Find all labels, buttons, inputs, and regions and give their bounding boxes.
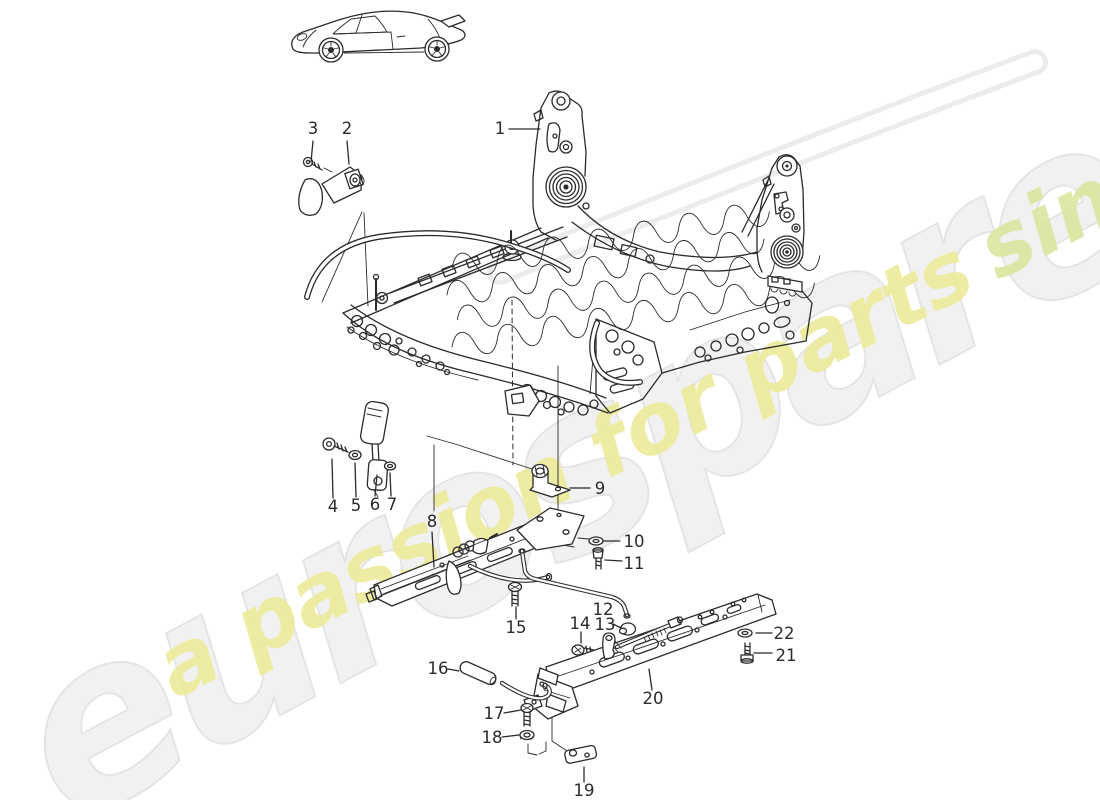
part-3-screw xyxy=(302,156,333,173)
part-10-washer xyxy=(588,536,604,546)
callout-4: 4 xyxy=(328,497,339,516)
part-8-seat-rail-upper xyxy=(365,507,585,607)
callout-6: 6 xyxy=(370,495,381,514)
callout-3: 3 xyxy=(308,119,319,138)
callout-14: 14 xyxy=(570,614,591,633)
part-4-bolt xyxy=(322,437,349,453)
callout-22: 22 xyxy=(774,624,795,643)
part-22-washer xyxy=(737,628,753,638)
callout-18: 18 xyxy=(482,728,503,747)
callout-11: 11 xyxy=(624,554,645,573)
callout-20: 20 xyxy=(643,689,664,708)
callout-13: 13 xyxy=(595,615,616,634)
part-7-nut xyxy=(383,461,397,471)
part-13-bushing xyxy=(618,622,637,636)
callout-7: 7 xyxy=(387,495,398,514)
part-11-bolt xyxy=(592,547,604,570)
part-18-nut xyxy=(519,729,535,741)
callout-9: 9 xyxy=(595,479,606,498)
reference-lines xyxy=(321,211,590,756)
part-9-bracket xyxy=(529,463,571,498)
callout-8: 8 xyxy=(427,512,438,531)
part-21-bolt xyxy=(740,642,754,664)
callout-21: 21 xyxy=(776,646,797,665)
part-19-anchor-plate xyxy=(564,744,598,764)
leader-lines xyxy=(310,128,773,783)
part-16-handle-grip xyxy=(459,661,552,701)
rail-latch-mechanism xyxy=(445,533,553,595)
callout-10: 10 xyxy=(624,532,645,551)
part-15-bolt xyxy=(507,581,523,607)
left-recliner-bracket xyxy=(532,90,590,241)
seat-frame-assembly xyxy=(304,90,821,417)
part-5-washer xyxy=(348,449,362,461)
seat-springs xyxy=(446,204,821,355)
spindle-crank xyxy=(602,632,616,660)
part-14-bolt xyxy=(571,644,595,656)
callout-12: 12 xyxy=(593,600,614,619)
flange-holes xyxy=(347,314,599,416)
part-17-bolt xyxy=(520,702,534,727)
front-wheel-icon xyxy=(318,37,344,63)
part-12-connecting-rod xyxy=(518,548,631,619)
callout-5: 5 xyxy=(351,496,362,515)
part-6-seat-belt-buckle xyxy=(359,400,390,498)
right-recliner-bracket xyxy=(756,154,805,314)
car-icon xyxy=(291,10,466,63)
callout-2: 2 xyxy=(342,119,353,138)
part-2-release-lever xyxy=(298,166,365,216)
callout-19: 19 xyxy=(574,781,595,800)
callout-17: 17 xyxy=(484,704,505,723)
callout-15: 15 xyxy=(506,618,527,637)
callout-1: 1 xyxy=(495,119,506,138)
rear-wheel-icon xyxy=(424,36,450,62)
callout-16: 16 xyxy=(428,659,449,678)
callout-numbers: 1 2 3 4 5 6 7 8 9 10 11 12 13 14 15 16 1… xyxy=(308,119,797,800)
